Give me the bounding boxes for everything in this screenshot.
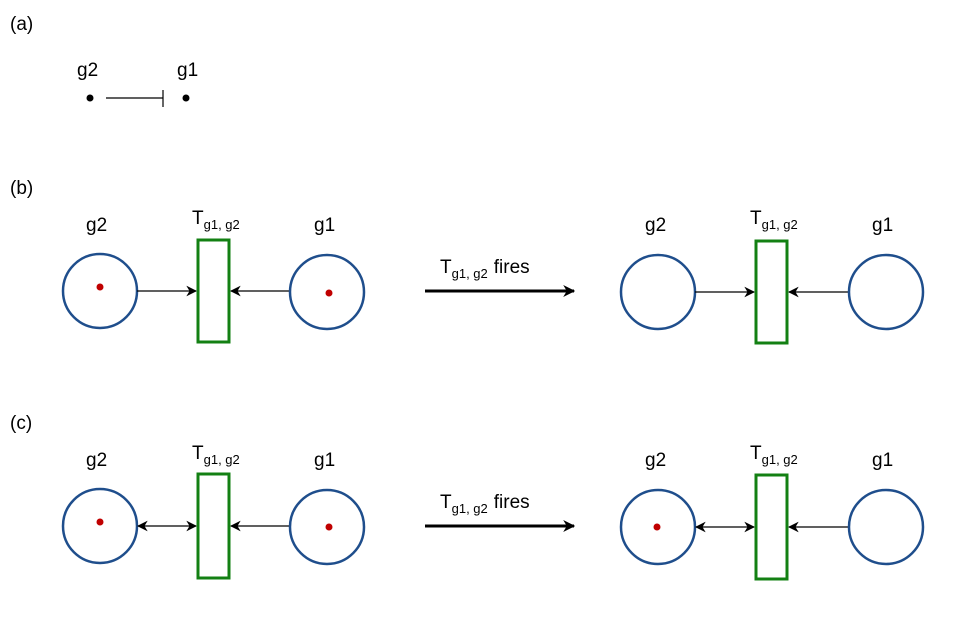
token [325,289,333,297]
place-g1 [847,488,925,566]
transition [196,238,231,344]
gene-g2-node [86,94,94,102]
token [325,523,333,531]
token [96,283,104,291]
panel-a: (a) g2 g1 [10,14,198,107]
gene-g1-label: g1 [177,60,198,81]
token [653,523,661,531]
transition-label: Tg1, g2 [192,208,240,232]
transition-label: Tg1, g2 [192,443,240,467]
place-g1-label: g1 [872,215,893,236]
token [96,518,104,526]
transition-label: Tg1, g2 [750,208,798,232]
transition [196,472,231,580]
transition-label: Tg1, g2 [750,443,798,467]
place-g1-label: g1 [314,450,335,471]
panel-b-label: (b) [10,178,33,199]
place-g1 [847,253,925,331]
transition [754,239,789,345]
place-g1-label: g1 [314,215,335,236]
panel-a-label: (a) [10,14,33,35]
transition [754,473,789,581]
place-g2 [61,252,139,330]
panel-c-label: (c) [10,413,32,434]
place-g2 [61,487,139,565]
place-g2-label: g2 [86,450,107,471]
gene-g1-node [182,94,190,102]
place-g1-label: g1 [872,450,893,471]
place-g2 [619,253,697,331]
place-g2-label: g2 [645,215,666,236]
place-g2-label: g2 [86,215,107,236]
place-g2-label: g2 [645,450,666,471]
gene-g2-label: g2 [77,60,98,81]
